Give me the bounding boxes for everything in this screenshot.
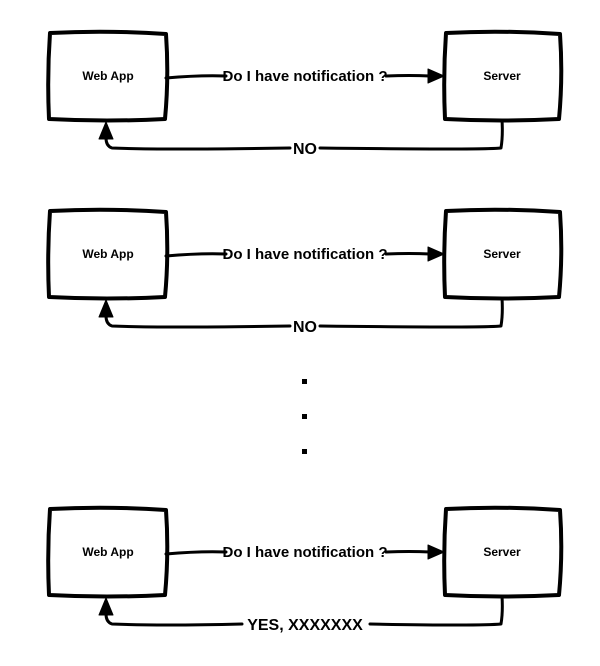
web-app-label: Web App (82, 69, 133, 83)
request-arrow-line (164, 74, 432, 80)
web-app-label: Web App (82, 247, 133, 261)
server-box (442, 207, 564, 301)
request-arrow-line (164, 550, 432, 556)
ellipsis-dot (302, 449, 307, 454)
exchange-3: Web App Server Do I have notification ? … (46, 505, 564, 634)
server-label: Server (483, 247, 521, 261)
request-arrowhead (427, 246, 445, 262)
server-label: Server (483, 545, 521, 559)
response-label: NO (293, 141, 317, 158)
request-arrowhead (427, 68, 445, 84)
response-arrowhead (98, 299, 114, 318)
request-label: Do I have notification ? (222, 246, 387, 263)
server-label: Server (483, 69, 521, 83)
response-arrowhead (98, 121, 114, 140)
response-arrow-line (104, 296, 504, 329)
response-label: YES, XXXXXXX (247, 617, 363, 634)
response-arrow-line (104, 594, 504, 627)
ellipsis-dot (302, 379, 307, 384)
response-arrowhead (98, 597, 114, 616)
request-label: Do I have notification ? (222, 544, 387, 561)
web-app-label: Web App (82, 545, 133, 559)
request-label: Do I have notification ? (222, 68, 387, 85)
vertical-ellipsis (302, 379, 307, 454)
response-label: NO (293, 319, 317, 336)
server-box (442, 29, 564, 123)
response-arrow-line (104, 118, 504, 151)
exchange-1: Web App Server Do I have notification ? … (46, 29, 564, 158)
request-arrow-line (164, 252, 432, 258)
server-box (442, 505, 564, 599)
web-app-box (46, 207, 170, 301)
web-app-box (46, 29, 170, 123)
ellipsis-dot (302, 414, 307, 419)
web-app-box (46, 505, 170, 599)
request-arrowhead (427, 544, 445, 560)
exchange-2: Web App Server Do I have notification ? … (46, 207, 564, 336)
